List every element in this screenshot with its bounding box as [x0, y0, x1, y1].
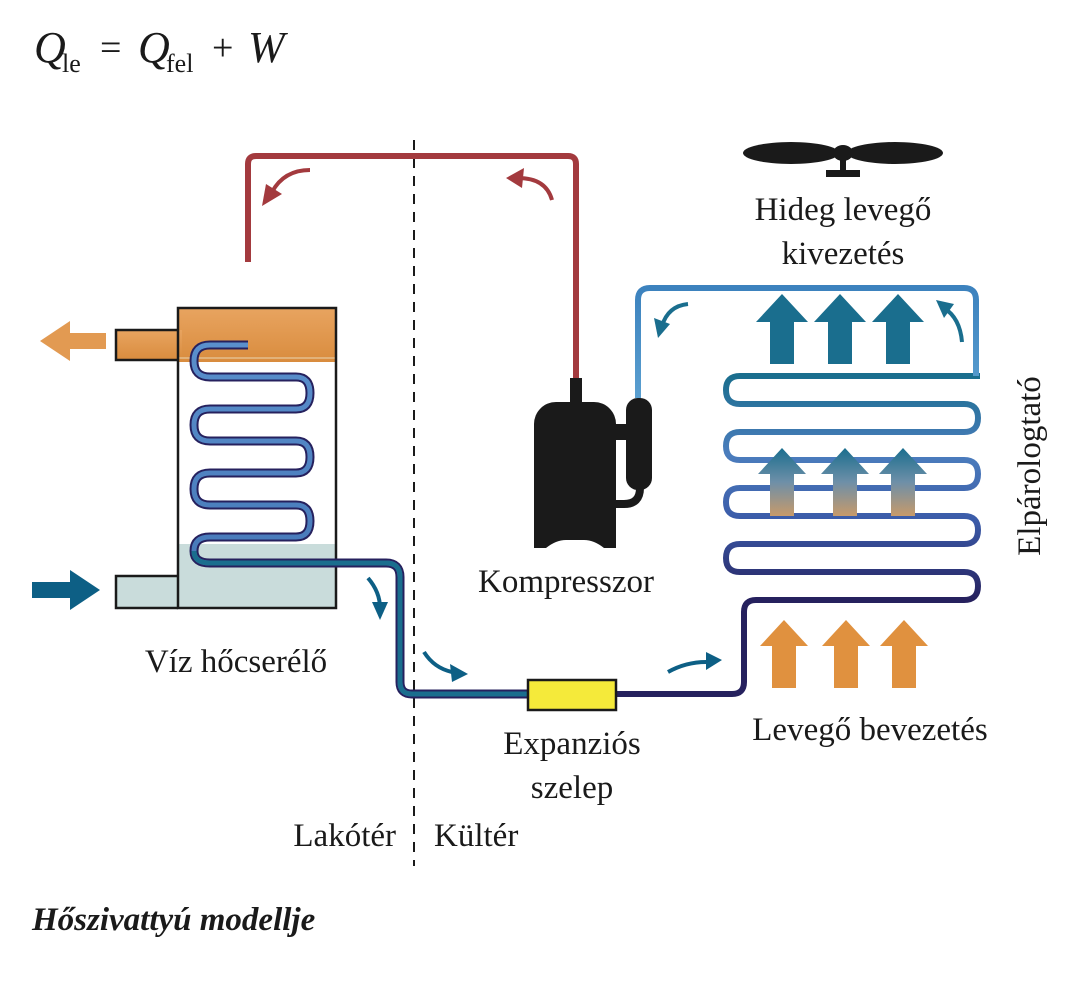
outlet-outline — [114, 328, 178, 362]
fan-mount — [826, 170, 860, 177]
curved-arrow-icon — [422, 650, 453, 674]
equation-equals: = — [100, 27, 121, 69]
arrow-up-icon — [821, 448, 869, 516]
inlet-outline — [114, 574, 178, 610]
curved-arrow-head — [706, 652, 722, 670]
arrow-right-icon — [32, 570, 100, 610]
curved-arrow-head — [262, 184, 282, 206]
expansion-valve-label-2: szelep — [531, 770, 613, 806]
arrow-up-icon — [880, 620, 928, 688]
expansion-valve-label-1: Expanziós — [503, 726, 640, 762]
arrow-up-icon — [879, 448, 927, 516]
fan-blade-right — [847, 142, 943, 164]
water-exchanger-label: Víz hőcserélő — [145, 644, 327, 680]
hot-water-layer — [178, 308, 336, 362]
arrow-up-icon — [756, 294, 808, 364]
low-pressure-line — [616, 597, 964, 697]
evaporator-air-arrows — [758, 448, 927, 516]
condenser-coil — [191, 342, 528, 697]
compressor — [534, 378, 652, 548]
arrow-up-icon — [758, 448, 806, 516]
curved-arrow-icon — [270, 168, 311, 194]
flow-arrows — [262, 168, 964, 682]
curved-arrow-head — [372, 602, 388, 620]
compressor-outlet — [570, 378, 582, 404]
equation-w: W — [248, 23, 288, 72]
indoor-label: Lakótér — [293, 818, 396, 854]
arrow-up-icon — [872, 294, 924, 364]
air-in-label: Levegő bevezetés — [752, 712, 987, 748]
cold-water-layer — [178, 544, 336, 608]
arrow-up-icon — [814, 294, 866, 364]
compressor-base — [534, 470, 616, 532]
hot-pipe-path — [245, 153, 579, 380]
caption: Hőszivattyú modellje — [31, 902, 315, 938]
accumulator-pipe — [614, 487, 644, 508]
curved-arrow-icon — [667, 660, 707, 674]
evaporator-coil — [722, 373, 982, 603]
arrow-up-icon — [760, 620, 808, 688]
equation: Q le = Q fel + W — [34, 23, 288, 78]
hot-water-outlet-pipe — [116, 330, 182, 360]
cold-water-inlet-pipe — [116, 576, 182, 608]
fan-hub — [833, 145, 853, 161]
outdoor-label: Kültér — [434, 818, 518, 854]
curved-arrow-head — [506, 168, 524, 188]
arrow-left-icon — [40, 321, 106, 361]
equation-q-fel: Q — [138, 23, 170, 72]
accumulator — [626, 398, 652, 490]
curved-arrow-head — [936, 300, 954, 318]
fan-icon — [743, 142, 943, 177]
curved-arrow-icon — [517, 176, 554, 201]
curved-arrow-head — [654, 318, 670, 338]
hot-gas-pipe — [245, 153, 579, 382]
air-in-arrows — [760, 620, 928, 688]
compressor-label: Kompresszor — [478, 564, 654, 600]
expansion-valve — [526, 678, 618, 712]
equation-sub-le: le — [62, 49, 81, 78]
condenser-coil-outline — [189, 340, 528, 699]
fan-shaft — [840, 156, 846, 174]
equation-sub-fel: fel — [166, 49, 193, 78]
cold-air-out-label-2: kivezetés — [782, 236, 905, 272]
cold-air-out-label-1: Hideg levegő — [755, 192, 932, 228]
fan-blade-left — [743, 142, 839, 164]
water-heat-exchanger — [114, 306, 338, 610]
curved-arrow-head — [450, 664, 468, 682]
liquid-line — [191, 550, 528, 697]
tank-outline — [176, 306, 338, 610]
arrow-up-icon — [822, 620, 870, 688]
evaporator-label: Elpárologtató — [1012, 376, 1048, 556]
equation-plus: + — [212, 27, 233, 69]
suction-line — [635, 285, 979, 398]
compressor-feet — [534, 530, 616, 548]
equation-q-le: Q — [34, 23, 66, 72]
cold-air-out-arrows — [756, 294, 924, 364]
